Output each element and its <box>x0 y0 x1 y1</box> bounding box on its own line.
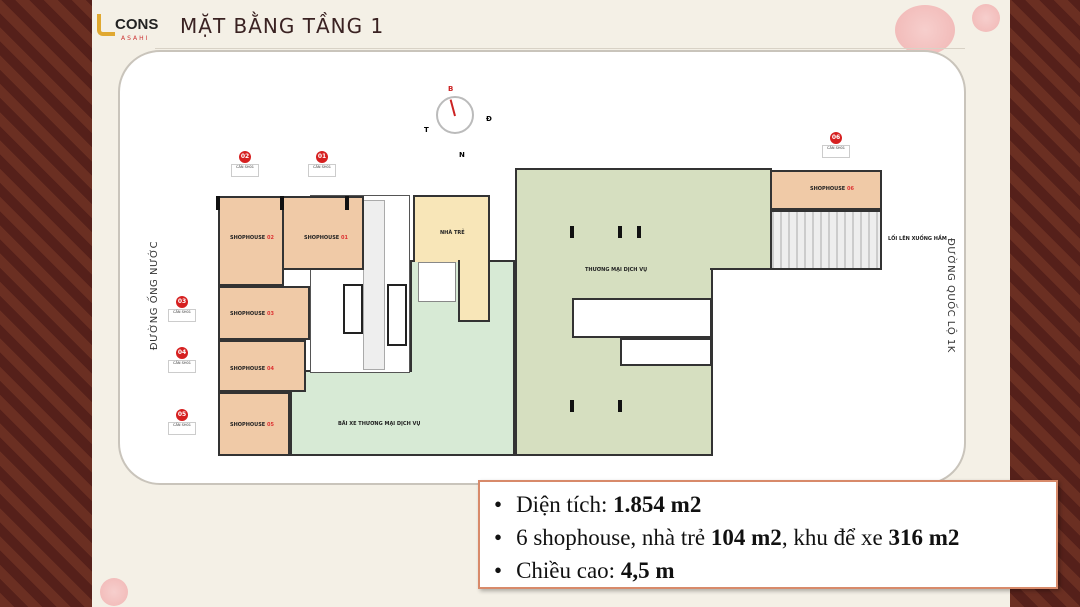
left-border-pattern <box>0 0 92 607</box>
parking-area <box>290 370 515 456</box>
info-bullet-area: Diện tích: 1.854 m2 <box>494 488 1042 521</box>
page-title: MẶT BẰNG TẦNG 1 <box>180 14 385 38</box>
blossom-decoration <box>100 578 128 606</box>
info-bullet-height: Chiều cao: 4,5 m <box>494 554 1042 587</box>
info-bullet-units: 6 shophouse, nhà trẻ 104 m2, khu để xe 3… <box>494 521 1042 554</box>
commercial-area-extension <box>710 168 772 270</box>
unit-marker-01: 01 <box>316 151 328 163</box>
nursery <box>413 195 490 262</box>
nursery-stair <box>418 262 456 302</box>
info-box: Diện tích: 1.854 m2 6 shophouse, nhà trẻ… <box>478 480 1058 589</box>
basement-ramp <box>770 210 882 270</box>
unit-marker-04: 04 <box>176 347 188 359</box>
shophouse-01[interactable] <box>282 196 364 270</box>
unit-marker-06: 06 <box>830 132 842 144</box>
title-divider <box>155 48 965 49</box>
unit-marker-03: 03 <box>176 296 188 308</box>
blossom-decoration <box>972 4 1000 32</box>
shophouse-02[interactable] <box>218 196 284 286</box>
blossom-decoration <box>895 5 955 55</box>
stair-core <box>572 298 712 338</box>
shophouse-06[interactable] <box>770 170 882 210</box>
unit-marker-05: 05 <box>176 409 188 421</box>
compass-icon <box>436 96 474 134</box>
shophouse-05[interactable] <box>218 392 290 456</box>
nursery-lower <box>458 260 490 322</box>
shophouse-04[interactable] <box>218 340 306 392</box>
logo: CONS ASAHI <box>97 12 167 46</box>
service-room <box>620 338 712 366</box>
street-label-right: ĐƯỜNG QUỐC LỘ 1K <box>944 238 956 353</box>
street-label-left: ĐƯỜNG ỐNG NƯỚC <box>149 240 161 351</box>
unit-marker-02: 02 <box>239 151 251 163</box>
shophouse-03[interactable] <box>218 286 310 340</box>
